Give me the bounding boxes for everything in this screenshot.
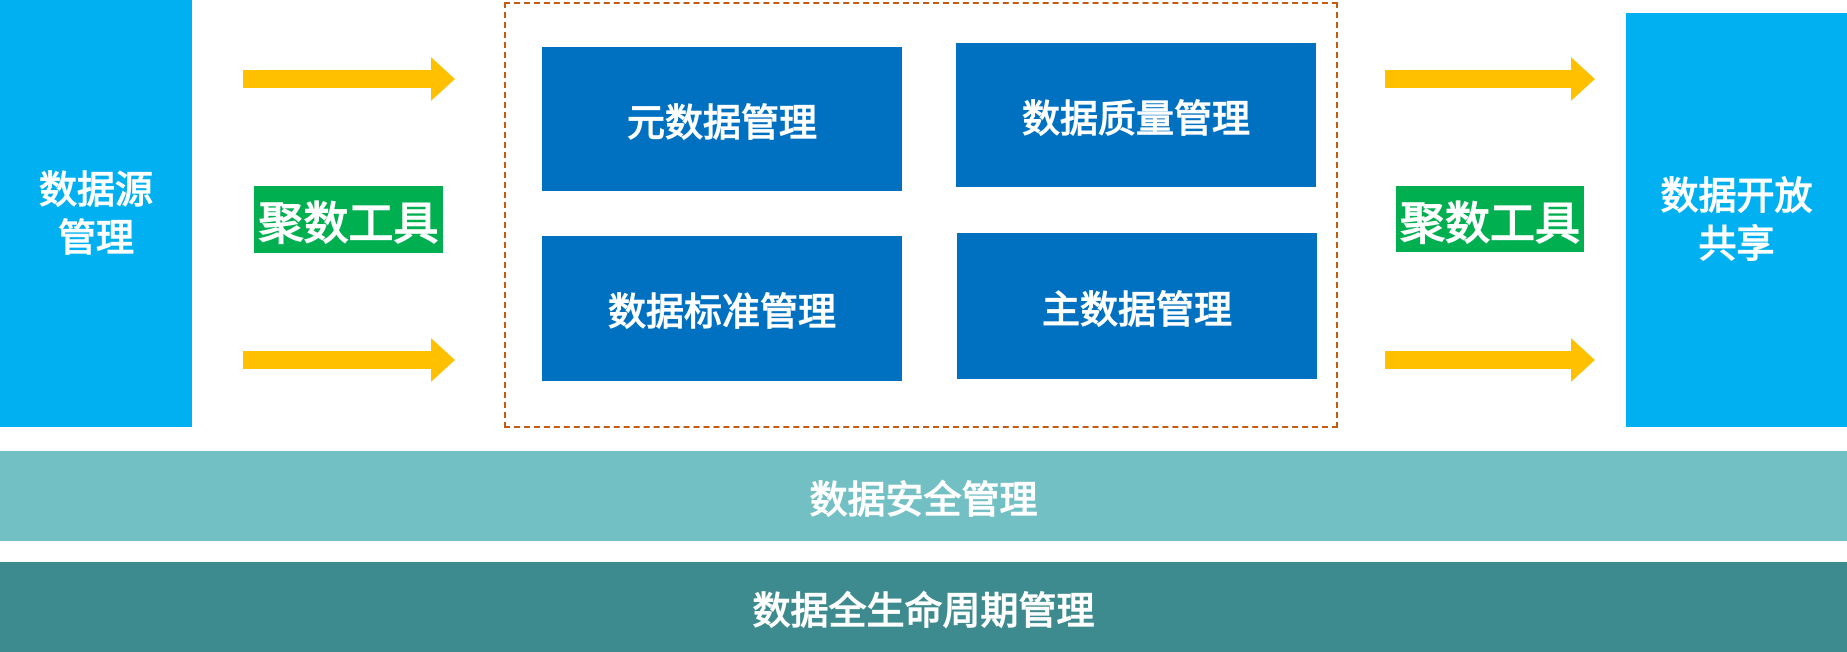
master-data-management-box: 主数据管理 bbox=[957, 233, 1317, 379]
data-governance-module-group bbox=[504, 2, 1338, 428]
data-lifecycle-management-bar: 数据全生命周期管理 bbox=[0, 562, 1847, 652]
data-open-sharing-box: 数据开放 共享 bbox=[1626, 13, 1847, 427]
metadata-management-box: 元数据管理 bbox=[542, 47, 902, 191]
aggregation-tool-label-left: 聚数工具 bbox=[254, 186, 443, 253]
right-arrow-icon bbox=[243, 57, 455, 101]
data-security-management-bar: 数据安全管理 bbox=[0, 451, 1847, 541]
right-arrow-icon bbox=[1385, 338, 1595, 382]
data-standard-management-box: 数据标准管理 bbox=[542, 236, 902, 381]
data-quality-management-box: 数据质量管理 bbox=[956, 43, 1316, 187]
data-source-management-box: 数据源 管理 bbox=[0, 0, 192, 427]
aggregation-tool-label-right: 聚数工具 bbox=[1396, 186, 1584, 252]
right-arrow-icon bbox=[1385, 57, 1595, 101]
right-arrow-icon bbox=[243, 338, 455, 382]
